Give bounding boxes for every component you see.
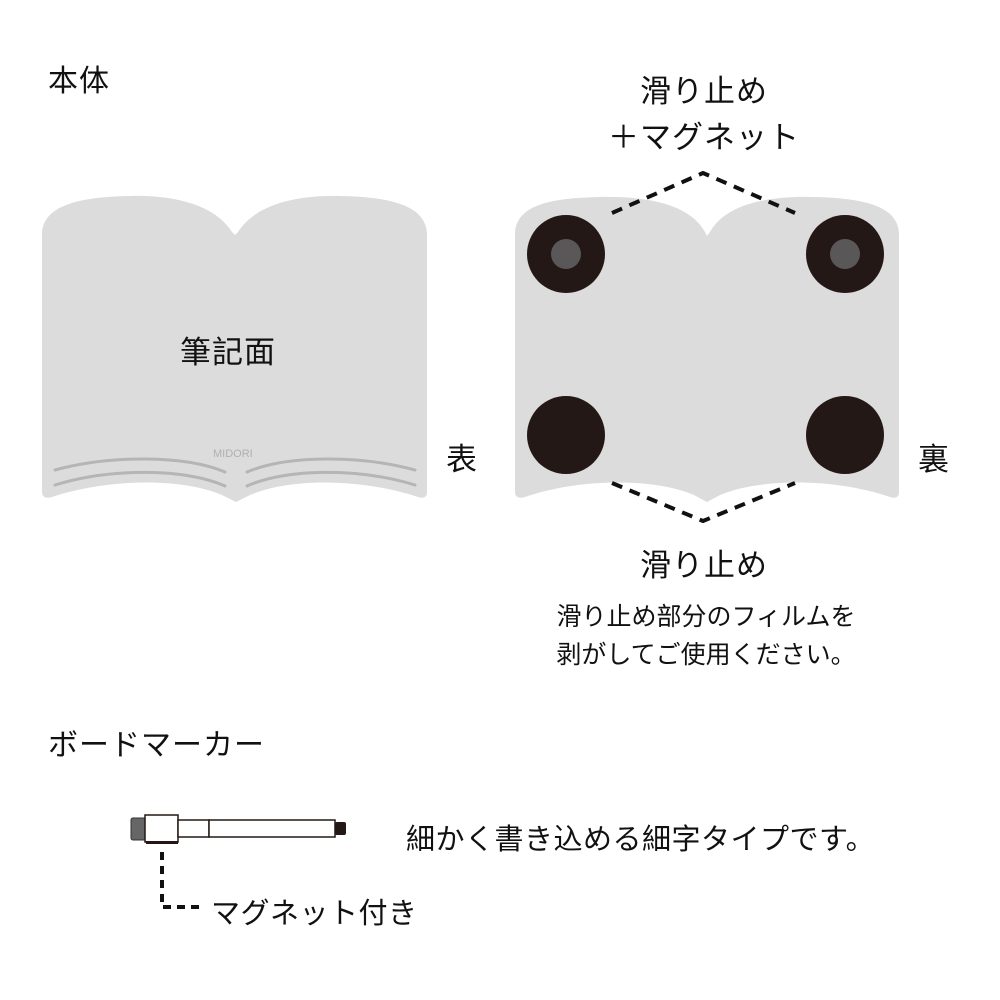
top-callout-line2: ＋マグネット	[608, 120, 800, 156]
magnet-strip	[146, 841, 178, 844]
back-board-shape	[515, 196, 899, 502]
magnet-pad-top-right	[806, 215, 884, 293]
grip-pad-bottom-right	[806, 396, 884, 474]
marker-grip	[177, 819, 210, 838]
marker-cap-end	[130, 817, 147, 841]
film-instruction: 滑り止め部分のフィルムを 剥がしてご使用ください。	[506, 598, 906, 674]
brand-mark: MIDORI	[213, 448, 253, 460]
top-callout-line1: 滑り止め	[640, 74, 768, 110]
marker-magnet-clip	[144, 814, 179, 843]
grip-pad-bottom-left	[527, 396, 605, 474]
front-board-shape	[42, 195, 427, 502]
film-instruction-line2: 剥がしてご使用ください。	[556, 640, 856, 669]
magnet-callout-leader	[160, 852, 202, 909]
marker-tip	[335, 822, 346, 835]
page-lines-icon	[53, 457, 417, 488]
magnet-pad-top-left	[527, 215, 605, 293]
magnet-callout-label: マグネット付き	[211, 896, 418, 930]
front-side-label: 表	[446, 442, 478, 478]
film-instruction-line1: 滑り止め部分のフィルムを	[556, 602, 856, 631]
body-section-heading: 本体	[48, 64, 110, 99]
top-callout-leader	[611, 171, 796, 215]
writing-surface-label: 筆記面	[180, 335, 276, 371]
bottom-callout-label: 滑り止め	[640, 548, 768, 584]
marker-description: 細かく書き込める細字タイプです。	[406, 822, 876, 856]
marker-barrel	[208, 819, 336, 838]
back-side-label: 裏	[918, 442, 950, 478]
bottom-callout-leader	[611, 481, 796, 523]
marker-section-heading: ボードマーカー	[48, 728, 265, 763]
